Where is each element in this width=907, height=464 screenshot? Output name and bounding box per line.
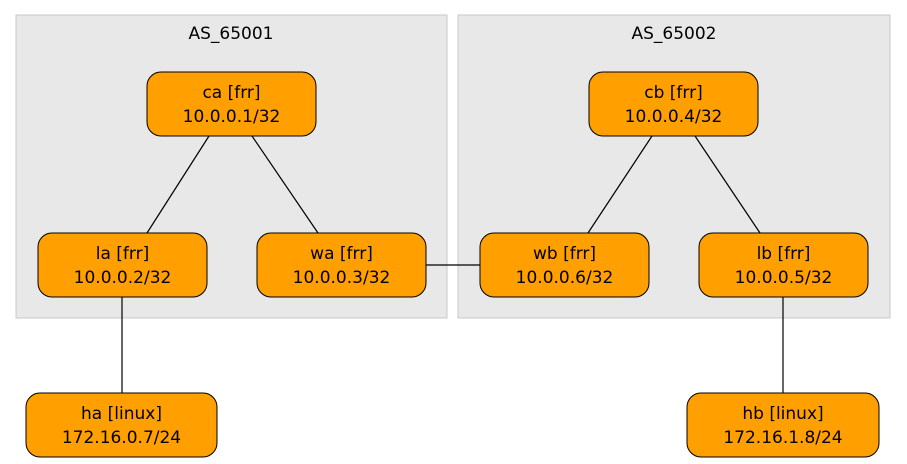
node-cb-box[interactable] bbox=[588, 71, 759, 137]
cluster-as65002-label: AS_65002 bbox=[632, 24, 717, 44]
node-la-box[interactable] bbox=[37, 232, 208, 298]
node-wa-box[interactable] bbox=[256, 232, 427, 298]
node-hb[interactable]: hb [linux] 172.16.1.8/24 bbox=[686, 392, 880, 458]
node-wb[interactable]: wb [frr] 10.0.0.6/32 bbox=[479, 232, 650, 298]
node-la[interactable]: la [frr] 10.0.0.2/32 bbox=[37, 232, 208, 298]
edge-cb-wb bbox=[587, 135, 653, 234]
node-ha[interactable]: ha [linux] 172.16.0.7/24 bbox=[25, 392, 218, 458]
node-ha-box[interactable] bbox=[25, 392, 218, 458]
node-lb-box[interactable] bbox=[698, 232, 869, 298]
node-cb[interactable]: cb [frr] 10.0.0.4/32 bbox=[588, 71, 759, 137]
node-la-name: la [frr] bbox=[96, 244, 149, 264]
node-wa-name: wa [frr] bbox=[310, 244, 373, 264]
edge-cb-lb bbox=[694, 135, 761, 234]
edges bbox=[121, 135, 784, 393]
edge-ca-la bbox=[146, 135, 210, 234]
edge-ca-wa bbox=[251, 135, 319, 234]
node-cb-address: 10.0.0.4/32 bbox=[625, 107, 723, 127]
node-la-address: 10.0.0.2/32 bbox=[74, 268, 172, 288]
node-wb-address: 10.0.0.6/32 bbox=[516, 268, 614, 288]
cluster-as65001-label: AS_65001 bbox=[189, 24, 274, 44]
node-ca-address: 10.0.0.1/32 bbox=[183, 107, 281, 127]
node-ca[interactable]: ca [frr] 10.0.0.1/32 bbox=[146, 71, 317, 137]
node-ca-box[interactable] bbox=[146, 71, 317, 137]
node-wa-address: 10.0.0.3/32 bbox=[293, 268, 391, 288]
node-hb-name: hb [linux] bbox=[742, 404, 823, 424]
node-wb-box[interactable] bbox=[479, 232, 650, 298]
node-ca-name: ca [frr] bbox=[202, 83, 260, 103]
node-wa[interactable]: wa [frr] 10.0.0.3/32 bbox=[256, 232, 427, 298]
node-ha-address: 172.16.0.7/24 bbox=[62, 428, 181, 448]
node-lb-name: lb [frr] bbox=[757, 244, 811, 264]
node-lb-address: 10.0.0.5/32 bbox=[735, 268, 833, 288]
node-cb-name: cb [frr] bbox=[644, 83, 702, 103]
node-hb-box[interactable] bbox=[686, 392, 880, 458]
node-hb-address: 172.16.1.8/24 bbox=[723, 428, 842, 448]
node-wb-name: wb [frr] bbox=[533, 244, 596, 264]
node-lb[interactable]: lb [frr] 10.0.0.5/32 bbox=[698, 232, 869, 298]
node-ha-name: ha [linux] bbox=[81, 404, 162, 424]
